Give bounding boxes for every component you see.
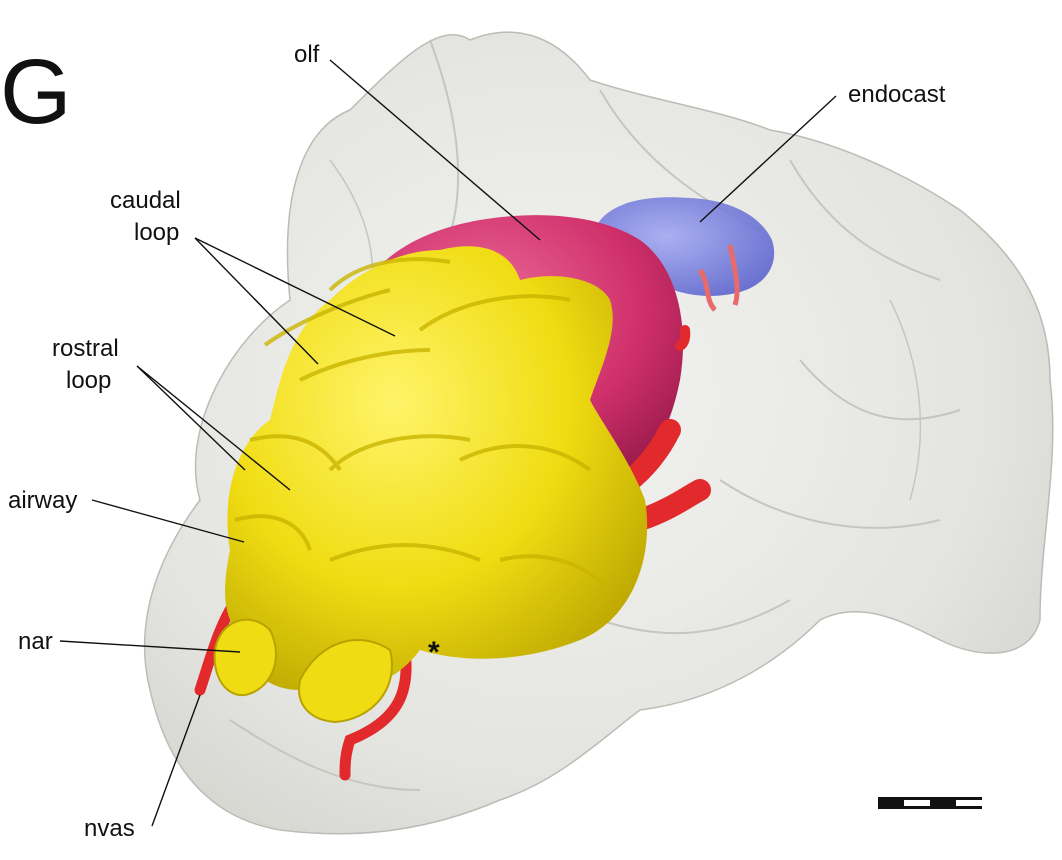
label-rostral-loop-line2: loop — [66, 367, 111, 394]
label-caudal-loop-line1: caudal — [110, 187, 181, 214]
label-nvas: nvas — [84, 815, 135, 842]
label-airway: airway — [8, 487, 77, 514]
label-caudal-loop-line2: loop — [134, 219, 179, 246]
label-rostral-loop-line1: rostral — [52, 335, 119, 362]
panel-letter: G — [0, 41, 72, 143]
label-nar: nar — [18, 628, 53, 655]
label-endocast: endocast — [848, 81, 946, 108]
label-olf: olf — [294, 41, 320, 68]
scale-bar — [878, 797, 982, 809]
asterisk-marker: * — [428, 636, 440, 669]
